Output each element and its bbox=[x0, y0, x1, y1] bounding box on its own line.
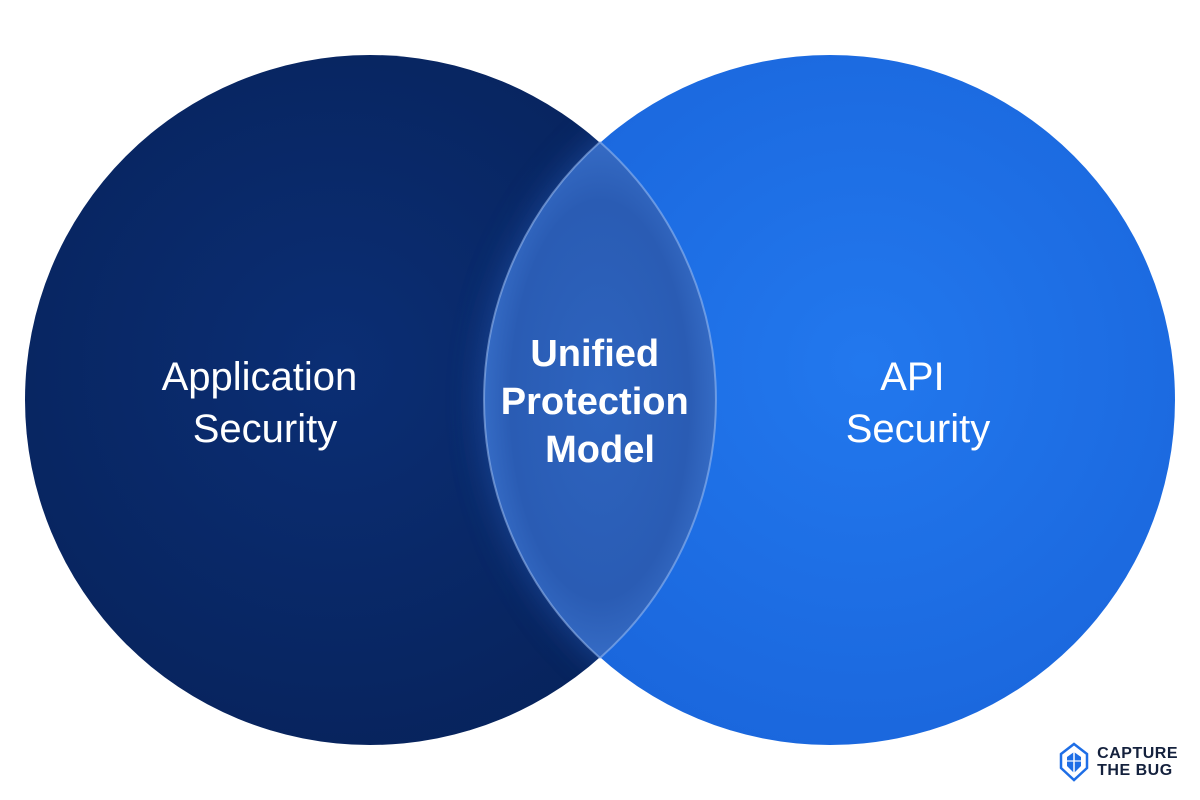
right-label-line-2: Security bbox=[846, 407, 991, 451]
overlap-label-line-2: Protection bbox=[501, 381, 689, 423]
left-label-line-1: Application bbox=[162, 355, 358, 399]
brand-line-2: THE BUG bbox=[1097, 762, 1173, 779]
overlap-region bbox=[483, 140, 717, 660]
right-circle-label: API Security bbox=[846, 355, 991, 451]
bug-shield-icon bbox=[1059, 742, 1089, 782]
brand-line-1: CAPTURE bbox=[1097, 745, 1178, 762]
brand-wordmark: CAPTURE THE BUG bbox=[1097, 745, 1178, 779]
brand-logo: CAPTURE THE BUG bbox=[1059, 742, 1178, 782]
left-label-line-2: Security bbox=[193, 407, 338, 451]
overlap-label-line-3: Model bbox=[545, 429, 655, 471]
left-circle-label: Application Security bbox=[162, 355, 369, 451]
right-label-line-1: API bbox=[880, 355, 944, 399]
overlap-label: Unified Protection Model bbox=[501, 333, 699, 471]
overlap-label-line-1: Unified bbox=[530, 333, 659, 375]
